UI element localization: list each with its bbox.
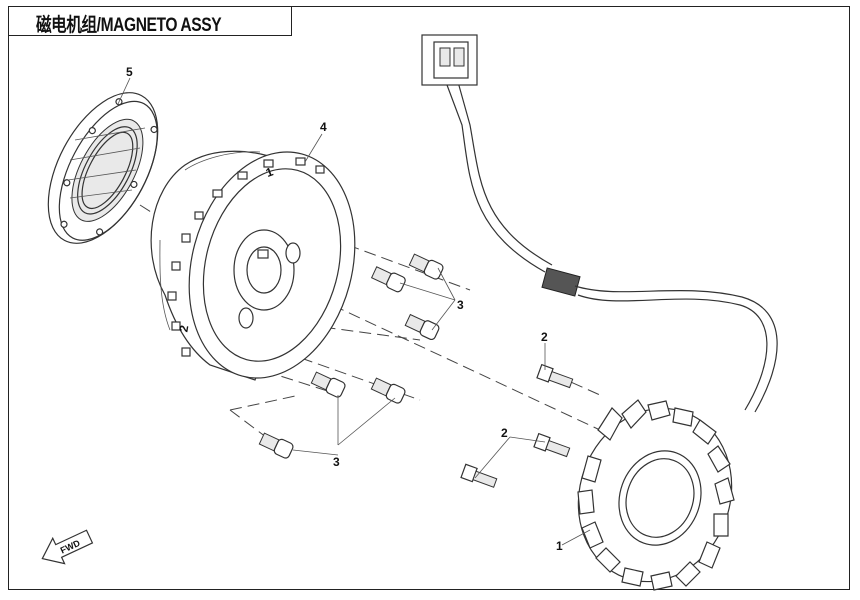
- title-block: 磁电机组/MAGNETO ASSY: [8, 6, 292, 36]
- rotor-pole-windows: [167, 157, 325, 357]
- drawing-frame: [8, 6, 850, 590]
- part-1-stator: [421, 34, 778, 591]
- callout-5: 5: [126, 65, 133, 79]
- callout-4: 4: [320, 120, 327, 134]
- fwd-arrow-icon: FWD: [41, 529, 94, 565]
- drawing-title: 磁电机组/MAGNETO ASSY: [36, 15, 222, 36]
- callout-3-bottom: 3: [333, 455, 340, 469]
- part-5-bearing-assy: [47, 92, 159, 244]
- part-4-flywheel-rotor: 1 2: [150, 150, 356, 381]
- callout-3-top: 3: [457, 298, 464, 312]
- part-3-cap-screws: [258, 253, 444, 459]
- stator-teeth: [577, 399, 735, 591]
- wire-grommet: [541, 267, 581, 297]
- callout-2-top: 2: [541, 330, 548, 344]
- rotor-mark-1: 1: [264, 164, 275, 180]
- part-2-flange-bolts: [460, 363, 574, 488]
- leader-lines: [117, 77, 591, 546]
- callout-1: 1: [556, 539, 563, 553]
- rotor-mark-2: 2: [176, 324, 191, 333]
- callout-2-bottom: 2: [501, 426, 508, 440]
